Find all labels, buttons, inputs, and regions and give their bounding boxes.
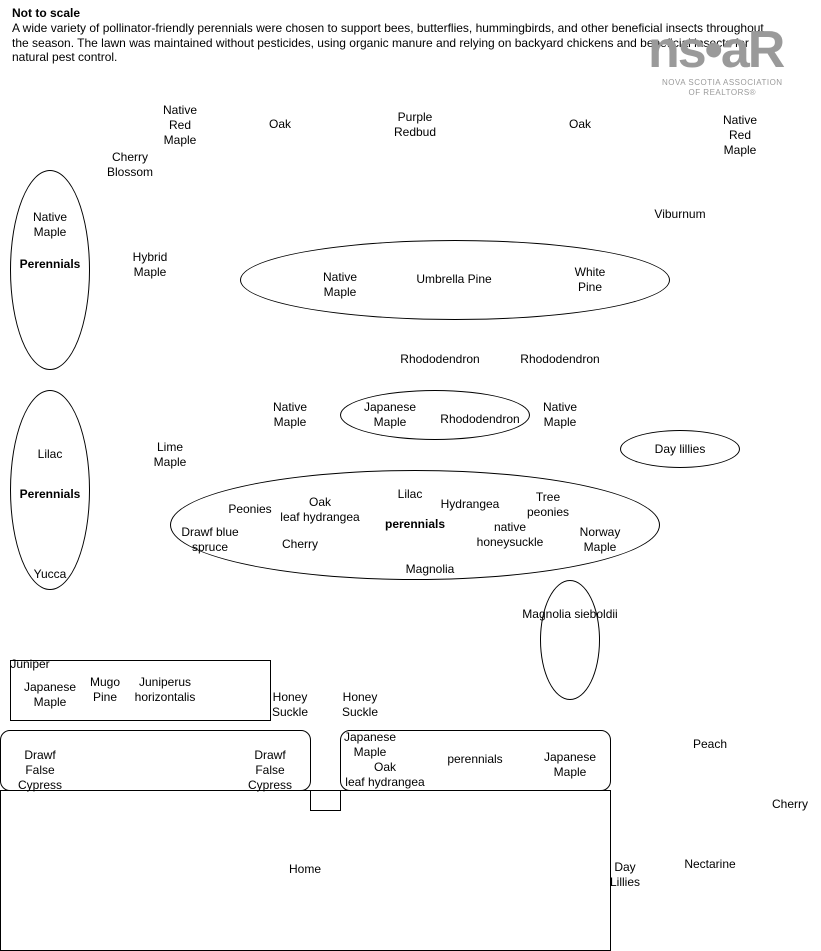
label-cherry-blossom: Cherry Blossom xyxy=(106,150,154,179)
label-oak-leaf-hydrangea-2: Oak leaf hydrangea xyxy=(345,760,425,789)
label-drawf-false-cypress-1: Drawf False Cypress xyxy=(17,748,63,792)
label-native-red-maple-2: Native Red Maple xyxy=(722,113,758,157)
label-japanese-maple-front-right: Japanese Maple xyxy=(543,750,597,779)
label-perennials-front: perennials xyxy=(447,752,503,766)
label-lime-maple: Lime Maple xyxy=(153,440,187,469)
logo-wordmark: ns•aR xyxy=(648,21,785,79)
logo-subtitle: NOVA SCOTIA ASSOCIATION OF REALTORS® xyxy=(662,78,783,98)
note-description: A wide variety of pollinator-friendly pe… xyxy=(12,21,764,64)
label-native-honeysuckle: native honeysuckle xyxy=(476,520,544,549)
label-honey-suckle-1: Honey Suckle xyxy=(271,690,309,719)
left-perennial-bed-bottom xyxy=(10,390,90,590)
label-rhododendron-mid: Rhododendron xyxy=(440,412,520,426)
label-japanese-maple-front-left: Japanese Maple xyxy=(343,730,397,759)
label-nectarine: Nectarine xyxy=(684,857,736,871)
juniper-bed xyxy=(10,660,271,721)
label-magnolia-sieboldii: Magnolia sieboldii xyxy=(522,607,618,621)
label-hybrid-maple: Hybrid Maple xyxy=(132,250,168,279)
label-japanese-maple-mid: Japanese Maple xyxy=(363,400,417,429)
label-peonies: Peonies xyxy=(228,502,272,516)
logo-subtitle-line2: OF REALTORS® xyxy=(688,88,757,97)
label-juniper: Juniper xyxy=(10,657,50,671)
label-cherry-bed: Cherry xyxy=(281,537,319,551)
rhododendron-bed xyxy=(340,390,530,440)
label-home: Home xyxy=(288,862,322,876)
label-native-maple-bed: Native Maple xyxy=(322,270,358,299)
label-oak-2: Oak xyxy=(568,117,592,131)
logo-subtitle-line1: NOVA SCOTIA ASSOCIATION xyxy=(662,78,783,87)
label-native-maple-mid-right: Native Maple xyxy=(542,400,578,429)
note-title: Not to scale xyxy=(12,6,81,20)
label-japanese-maple-juniper-bed: Japanese Maple xyxy=(23,680,77,709)
label-rhododendron-2: Rhododendron xyxy=(520,352,600,366)
label-juniperus-horizontalis: Juniperus horizontalis xyxy=(134,675,196,704)
label-lilac-bed: Lilac xyxy=(397,487,423,501)
label-viburnum: Viburnum xyxy=(654,207,706,221)
label-yucca: Yucca xyxy=(33,567,67,581)
nsar-logo: ns•aR NOVA SCOTIA ASSOCIATION OF REALTOR… xyxy=(648,22,808,98)
left-perennial-bed-top xyxy=(10,170,90,370)
label-day-lillies: Day lillies xyxy=(654,442,706,456)
label-perennials-left-1: Perennials xyxy=(19,257,81,271)
day-lillies-bed xyxy=(620,430,740,468)
label-native-red-maple-1: Native Red Maple xyxy=(162,103,198,147)
label-white-pine: White Pine xyxy=(574,265,606,294)
label-peach: Peach xyxy=(692,737,728,751)
label-perennials-bed: perennials xyxy=(384,517,446,531)
central-perennial-bed xyxy=(170,470,660,580)
label-tree-peonies: Tree peonies xyxy=(526,490,570,519)
label-magnolia: Magnolia xyxy=(405,562,455,576)
label-drawf-blue-spruce: Drawf blue spruce xyxy=(181,525,239,554)
label-native-maple-left: Native Maple xyxy=(32,210,68,239)
label-drawf-false-cypress-2: Drawf False Cypress xyxy=(247,748,293,792)
home-entrance xyxy=(310,790,341,811)
label-lilac-left: Lilac xyxy=(37,447,63,461)
label-oak-leaf-hydrangea-1: Oak leaf hydrangea xyxy=(280,495,360,524)
label-perennials-left-2: Perennials xyxy=(19,487,81,501)
label-hydrangea: Hydrangea xyxy=(440,497,500,511)
label-cherry-right: Cherry xyxy=(771,797,809,811)
label-day-lillies-2: Day Lillies xyxy=(609,860,641,889)
label-oak-1: Oak xyxy=(268,117,292,131)
magnolia-sieboldii-bed xyxy=(540,580,600,700)
label-umbrella-pine: Umbrella Pine xyxy=(416,272,492,286)
label-native-maple-mid-left: Native Maple xyxy=(272,400,308,429)
label-purple-redbud: Purple Redbud xyxy=(393,110,437,139)
label-mugo-pine: Mugo Pine xyxy=(89,675,121,704)
label-honey-suckle-2: Honey Suckle xyxy=(341,690,379,719)
pine-bed xyxy=(240,240,670,320)
label-norway-maple: Norway Maple xyxy=(579,525,621,554)
label-rhododendron-1: Rhododendron xyxy=(400,352,480,366)
